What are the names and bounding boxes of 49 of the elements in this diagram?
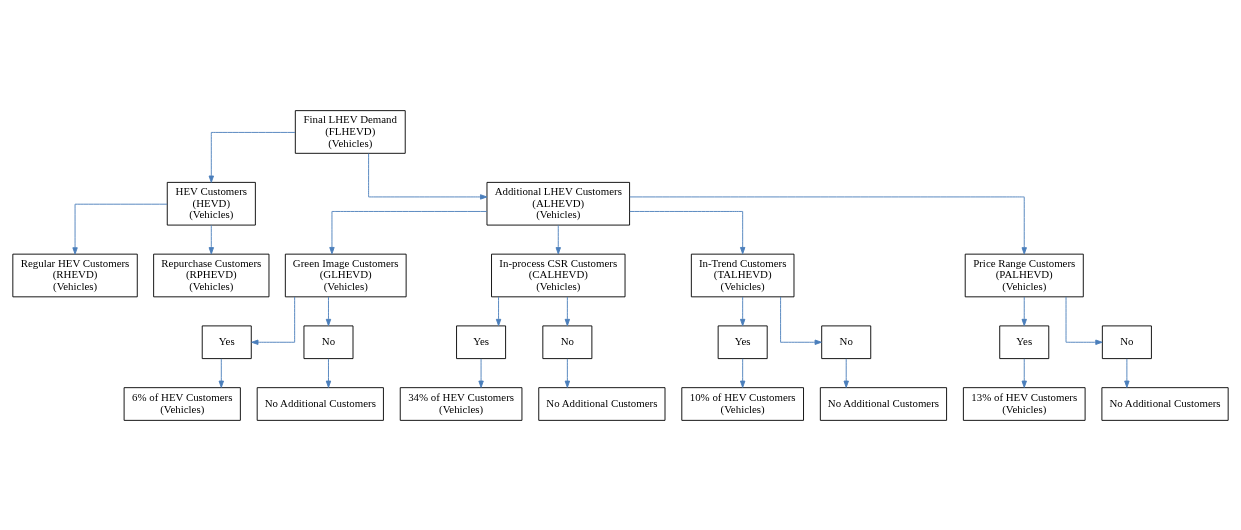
arrow [72, 203, 168, 255]
arrow [843, 357, 849, 388]
node-box: No [542, 324, 593, 359]
arrow [208, 131, 296, 183]
node-box: 13% of HEV Customers (Vehicles) [962, 386, 1086, 421]
node-box: Additional LHEV Customers (ALHEVD) (Vehicles) [486, 181, 631, 226]
arrow [325, 357, 332, 388]
arrow [325, 296, 332, 326]
node-box: No [821, 324, 872, 359]
arrow [564, 357, 571, 388]
arrow [329, 210, 488, 254]
node-box: Final LHEV Demand (FLHEVD) (Vehicles) [294, 109, 406, 154]
node-box: No Additional Customers [538, 386, 666, 421]
node-box: No Additional Customers [819, 386, 948, 421]
arrow [1065, 296, 1103, 345]
arrow [629, 195, 1027, 254]
node-box: 10% of HEV Customers (Vehicles) [681, 386, 804, 421]
node-box: HEV Customers (HEVD) (Vehicles) [166, 181, 256, 226]
node-box: Yes [456, 324, 507, 359]
arrow [218, 357, 224, 388]
node-box: Green Image Customers (GLHEVD) (Vehicles) [284, 253, 407, 297]
arrow [564, 296, 571, 326]
node-box: Yes [201, 324, 252, 359]
node-box: Repurchase Customers (RPHEVD) (Vehicles) [153, 253, 270, 297]
node-box: 6% of HEV Customers (Vehicles) [123, 386, 241, 421]
node-box: No [1101, 324, 1152, 359]
arrow [251, 296, 296, 345]
node-box: Yes [999, 324, 1050, 359]
arrow [780, 296, 822, 345]
node-box: Yes [717, 324, 768, 359]
arrow [1021, 296, 1027, 326]
node-box: In-process CSR Customers (CALHEVD) (Vehicles) [491, 253, 626, 297]
node-box: No [303, 324, 354, 359]
arrow [555, 224, 561, 254]
arrow [1021, 357, 1027, 388]
arrow [478, 357, 484, 388]
node-box: Regular HEV Customers (RHEVD) (Vehicles) [12, 253, 138, 297]
arrow [740, 357, 746, 388]
arrow [495, 296, 502, 326]
arrow [1124, 357, 1130, 388]
node-box: In-Trend Customers (TALHEVD) (Vehicles) [690, 253, 795, 297]
node-box: No Additional Customers [1101, 386, 1229, 421]
node-box: Price Range Customers (PALHEVD) (Vehicles) [964, 253, 1084, 297]
arrow [740, 296, 746, 326]
arrow [368, 152, 488, 200]
node-box: No Additional Customers [256, 386, 384, 421]
arrow [629, 210, 746, 254]
arrow [208, 224, 214, 254]
node-box: 34% of HEV Customers (Vehicles) [399, 386, 523, 421]
